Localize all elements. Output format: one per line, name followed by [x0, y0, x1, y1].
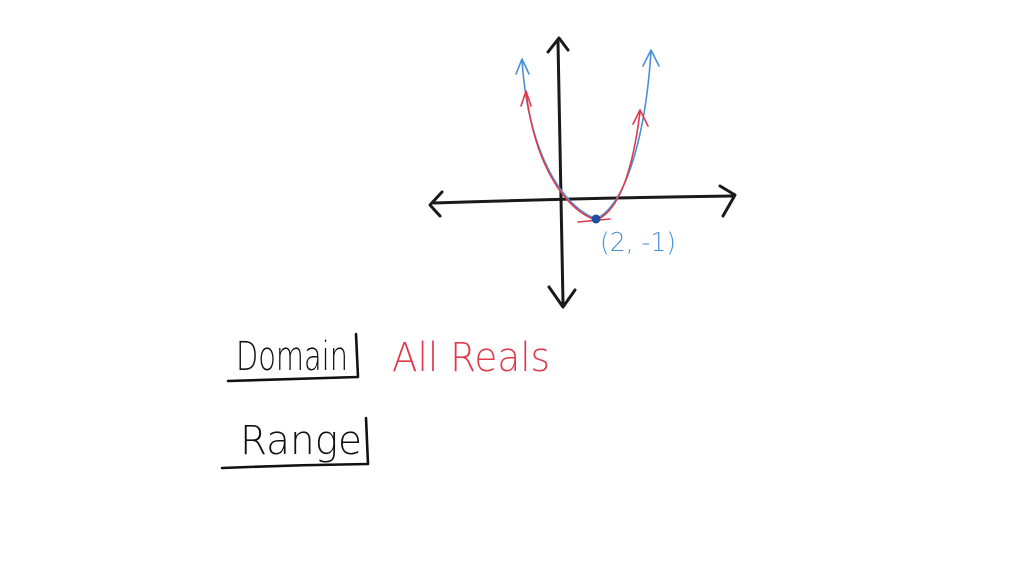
red-left-arrowhead [520, 90, 532, 107]
blue-parabola [515, 49, 660, 220]
x-axis [432, 194, 734, 205]
vertex-label: (2, -1) [600, 228, 676, 258]
domain-row: Domain All Reals [226, 332, 550, 383]
red-parabola [520, 90, 649, 223]
y-axis [556, 40, 565, 305]
range-underline-bracket [220, 416, 370, 470]
domain-underline-bracket [226, 332, 360, 383]
x-axis-left-arrowhead [428, 190, 444, 218]
x-axis-right-arrowhead [718, 184, 737, 218]
blue-right-arrowhead [642, 49, 660, 67]
red-right-arrowhead [632, 109, 649, 127]
domain-label: Domain [236, 334, 348, 380]
y-axis-bottom-arrowhead [547, 285, 577, 309]
range-label: Range [240, 418, 362, 464]
blue-left-arrowhead [515, 58, 530, 75]
y-axis-top-arrowhead [546, 36, 570, 54]
domain-answer: All Reals [392, 335, 550, 381]
coordinate-axes [428, 36, 737, 309]
vertex-point [591, 214, 601, 224]
blue-parabola-curve [521, 51, 652, 220]
range-row: Range [220, 416, 370, 470]
